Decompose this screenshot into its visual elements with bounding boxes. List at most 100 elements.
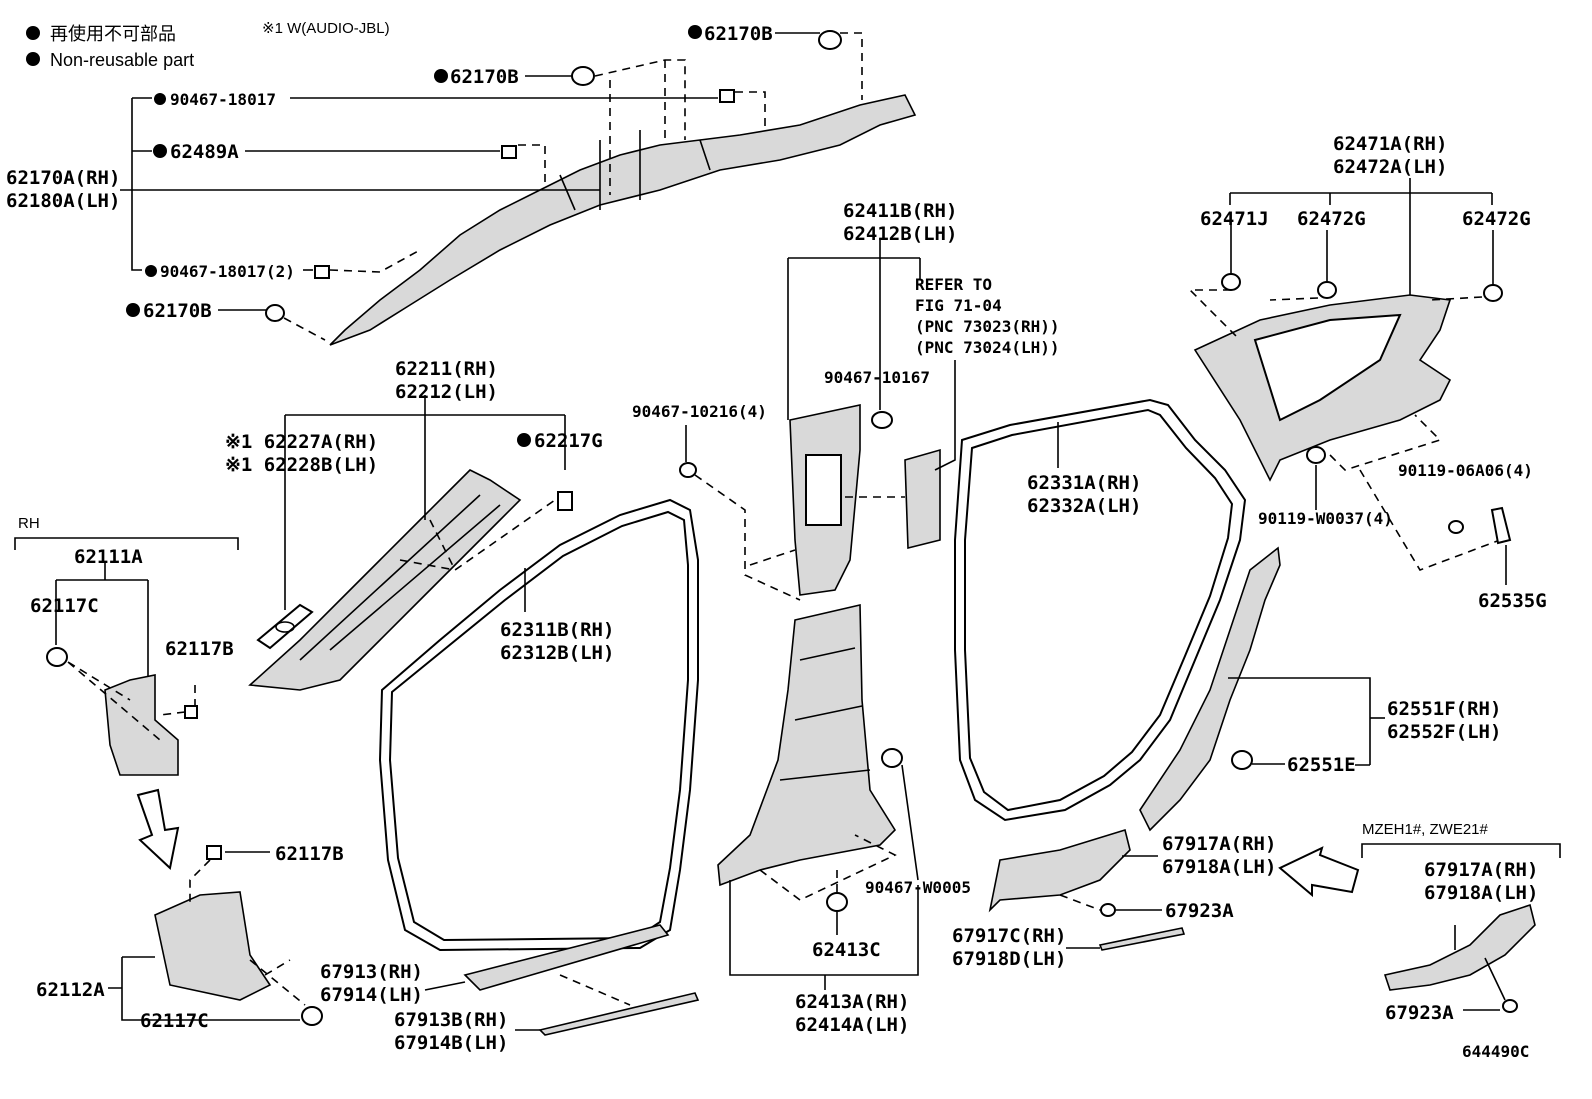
grille-detail xyxy=(275,621,295,633)
label-62551E: 62551E xyxy=(1287,754,1356,776)
bracket xyxy=(108,956,300,1021)
label-90467-10167: 90467-10167 xyxy=(824,368,930,387)
label-rh: RH xyxy=(18,515,40,532)
leader xyxy=(329,249,421,273)
quarter-trim-group: 62471A(RH) 62472A(LH) 62471J 62472G 6247… xyxy=(1188,133,1547,612)
label-67923A: 67923A xyxy=(1385,1002,1454,1024)
label-67917A: 67917A(RH) xyxy=(1162,833,1276,855)
label-62217G: 62217G xyxy=(534,430,603,452)
variant-bracket xyxy=(1361,843,1561,858)
rear-scuff-plate-variant xyxy=(1383,903,1536,991)
label-62472A: 62472A(LH) xyxy=(1333,156,1447,178)
label-62471J: 62471J xyxy=(1200,208,1269,230)
clip-62117C-icon xyxy=(301,1006,323,1026)
label-62411B: 62411B(RH) xyxy=(843,200,957,222)
label-62413C: 62413C xyxy=(812,939,881,961)
label-fig: FIG 71-04 xyxy=(915,296,1002,315)
clip-90467-icon xyxy=(719,89,735,103)
front-scuff-plate-67913 xyxy=(463,924,670,991)
non-reusable-icon xyxy=(688,25,702,39)
roof-side-rail-garnish xyxy=(329,94,917,346)
lower-detail xyxy=(779,647,871,781)
non-reusable-icon xyxy=(153,144,167,158)
rear-scuff-plate-67917C xyxy=(1098,927,1186,951)
label-62552F: 62552F(LH) xyxy=(1387,721,1501,743)
label-pnc-rh: (PNC 73023(RH)) xyxy=(915,317,1060,336)
label-90467-W0005: 90467-W0005 xyxy=(865,878,971,897)
label-62414A: 62414A(LH) xyxy=(795,1014,909,1036)
label-62112A: 62112A xyxy=(36,979,105,1001)
label-62311B: 62311B(RH) xyxy=(500,619,614,641)
front-door-opening-trim xyxy=(378,498,699,952)
leader xyxy=(283,317,326,341)
label-62535G: 62535G xyxy=(1478,590,1547,612)
leader xyxy=(518,144,546,185)
label-62472G: 62472G xyxy=(1297,208,1366,230)
label-62312B: 62312B(LH) xyxy=(500,642,614,664)
diagram-code: 644490C xyxy=(1462,1042,1529,1061)
clip-67923A-icon xyxy=(1502,999,1518,1013)
label-62331A: 62331A(RH) xyxy=(1027,472,1141,494)
label-90467-18017-2: 90467-18017(2) xyxy=(160,262,295,281)
label-62413A: 62413A(RH) xyxy=(795,991,909,1013)
label-62489A: 62489A xyxy=(170,141,239,163)
bracket xyxy=(1229,178,1493,300)
leader xyxy=(840,32,863,100)
rear-door-opening-trim-inner xyxy=(964,408,1234,812)
label-90119-06A06: 90119-06A06(4) xyxy=(1398,461,1533,480)
front-pillar-group: 62211(RH) 62212(LH) ※1 62227A(RH) ※1 622… xyxy=(225,358,603,691)
legend: 再使用不可部品 Non-reusable part ※1 W(AUDIO-JBL… xyxy=(26,20,390,70)
clip-62472G-icon xyxy=(1317,281,1337,299)
label-67914: 67914(LH) xyxy=(320,984,423,1006)
clip-62489A-icon xyxy=(501,145,517,159)
clip-62170B-icon xyxy=(818,30,842,50)
rear-scuff-plate-67917A xyxy=(988,828,1131,913)
label-62332A: 62332A(LH) xyxy=(1027,495,1141,517)
bracket-62535G xyxy=(1490,506,1512,545)
rear-door-seal-group: 62331A(RH) 62332A(LH) xyxy=(954,398,1247,822)
leader xyxy=(735,91,766,130)
clip-62117B-icon xyxy=(206,845,222,860)
leader xyxy=(559,974,631,1006)
clip-67923A-icon xyxy=(1100,903,1116,917)
bullet-icon xyxy=(26,26,40,40)
label-90467-18017: 90467-18017 xyxy=(170,90,276,109)
leader xyxy=(694,474,905,601)
label-62117B: 62117B xyxy=(275,843,344,865)
label-62212: 62212(LH) xyxy=(395,381,498,403)
front-scuff-plate-67913B xyxy=(538,992,700,1036)
non-reusable-icon xyxy=(154,93,166,105)
rh-bracket xyxy=(14,537,239,550)
label-62211: 62211(RH) xyxy=(395,358,498,380)
label-62117B: 62117B xyxy=(165,638,234,660)
bracket xyxy=(120,97,600,271)
non-reusable-icon xyxy=(145,265,157,277)
label-67917C: 67917C(RH) xyxy=(952,925,1066,947)
bracket xyxy=(729,764,919,976)
legend-note: ※1 W(AUDIO-JBL) xyxy=(262,20,390,37)
cowl-side-trim-62111A xyxy=(104,674,179,776)
rail-detail xyxy=(559,130,711,211)
label-62180A: 62180A(LH) xyxy=(6,190,120,212)
clip-90467-icon xyxy=(314,265,330,279)
clip-62170B-icon xyxy=(265,304,285,322)
bracket xyxy=(55,562,149,680)
screw-90119-06A06-icon xyxy=(1448,520,1464,534)
arrow-left-icon xyxy=(1278,846,1360,898)
label-62117C: 62117C xyxy=(30,595,99,617)
rear-pillar-lower-garnish xyxy=(1139,546,1281,832)
quarter-window-opening xyxy=(1253,313,1402,422)
rear-pillar-lower-group: 62551F(RH) 62552F(LH) 62551E xyxy=(1139,546,1501,832)
variant-group: MZEH1#, ZWE21# 67917A(RH) 67918A(LH) 679… xyxy=(1361,821,1561,1024)
center-pillar-lower-garnish xyxy=(717,603,897,887)
label-67913: 67913(RH) xyxy=(320,961,423,983)
label-62170B: 62170B xyxy=(143,300,212,322)
bullet-icon xyxy=(26,52,40,66)
clip-62117C-icon xyxy=(46,647,68,667)
label-90119-W0037: 90119-W0037(4) xyxy=(1258,509,1393,528)
clip-62117B-icon xyxy=(184,705,198,719)
speaker-grille-62227A xyxy=(256,603,314,650)
label-62472G: 62472G xyxy=(1462,208,1531,230)
label-refer-to: REFER TO xyxy=(915,275,992,294)
